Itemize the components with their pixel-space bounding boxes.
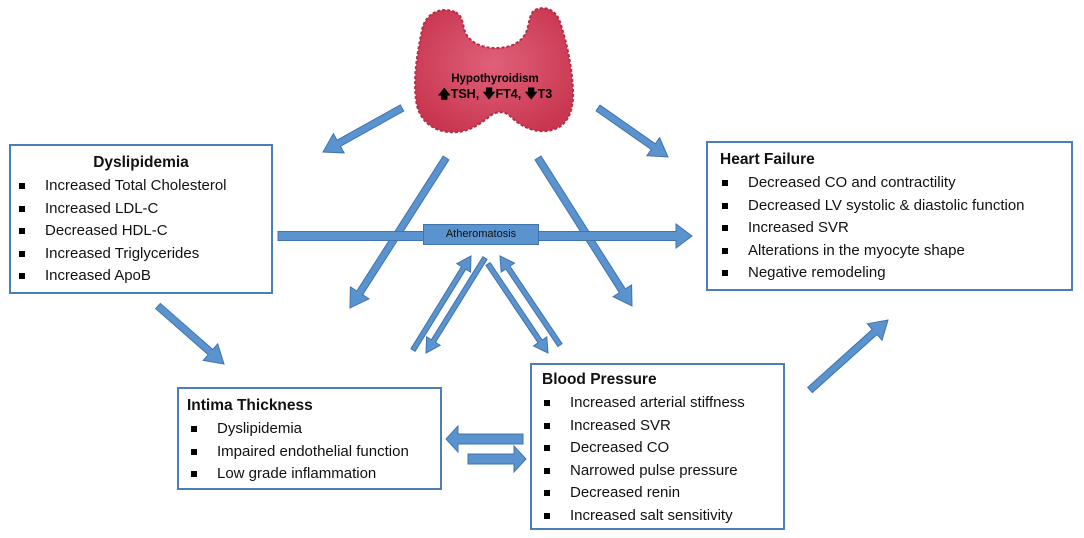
t3-label: T3 bbox=[537, 87, 553, 101]
list-item: Low grade inflammation bbox=[183, 463, 440, 486]
down-arrow-icon: 🡇 bbox=[524, 87, 538, 101]
dyslipidemia-box: Dyslipidemia Increased Total Cholesterol… bbox=[9, 144, 273, 294]
list-item: Increased SVR bbox=[536, 415, 783, 438]
arrow-thyroid-to-heart-failure bbox=[595, 104, 669, 158]
list-item: Alterations in the myocyte shape bbox=[714, 240, 1071, 263]
tsh-label: TSH, bbox=[450, 87, 480, 101]
intima-thickness-box: Intima Thickness Dyslipidemia Impaired e… bbox=[177, 387, 442, 490]
list-item: Narrowed pulse pressure bbox=[536, 460, 783, 483]
list-item: Increased LDL-C bbox=[11, 198, 271, 221]
arrow-thyroid-to-dyslipidemia bbox=[322, 104, 405, 154]
arrow-bp-to-heart-failure bbox=[806, 319, 889, 394]
arrow-dyslipidemia-to-intima bbox=[154, 302, 225, 365]
dyslipidemia-title: Dyslipidemia bbox=[93, 154, 189, 171]
blood-pressure-list: Increased arterial stiffness Increased S… bbox=[536, 392, 783, 527]
list-item: Decreased CO bbox=[536, 437, 783, 460]
ft4-label: FT4, bbox=[495, 87, 522, 101]
arrow-bp-to-atheromatosis bbox=[499, 255, 563, 348]
list-item: Increased Triglycerides bbox=[11, 243, 271, 266]
blood-pressure-box: Blood Pressure Increased arterial stiffn… bbox=[530, 363, 785, 530]
heart-failure-list: Decreased CO and contractility Decreased… bbox=[714, 172, 1071, 285]
list-item: Decreased LV systolic & diastolic functi… bbox=[714, 195, 1071, 218]
intima-thickness-list: Dyslipidemia Impaired endothelial functi… bbox=[183, 418, 440, 486]
list-item: Impaired endothelial function bbox=[183, 441, 440, 464]
dyslipidemia-list: Increased Total Cholesterol Increased LD… bbox=[11, 175, 271, 288]
heart-failure-box: Heart Failure Decreased CO and contracti… bbox=[706, 141, 1073, 291]
list-item: Increased salt sensitivity bbox=[536, 505, 783, 528]
heart-failure-title: Heart Failure bbox=[720, 151, 815, 168]
arrow-atheromatosis-to-intima bbox=[425, 256, 488, 354]
thyroid-gland bbox=[414, 7, 575, 134]
arrow-atheromatosis-to-bp bbox=[485, 261, 549, 354]
atheromatosis-node: Atheromatosis bbox=[423, 224, 539, 245]
list-item: Dyslipidemia bbox=[183, 418, 440, 441]
list-item: Increased arterial stiffness bbox=[536, 392, 783, 415]
list-item: Increased ApoB bbox=[11, 265, 271, 288]
down-arrow-icon: 🡇 bbox=[482, 87, 496, 101]
up-arrow-icon: 🡅 bbox=[437, 87, 451, 101]
list-item: Decreased renin bbox=[536, 482, 783, 505]
arrow-bp-to-intima bbox=[445, 424, 524, 454]
list-item: Increased Total Cholesterol bbox=[11, 175, 271, 198]
arrow-intima-to-bp bbox=[467, 444, 527, 474]
list-item: Decreased CO and contractility bbox=[714, 172, 1071, 195]
list-item: Negative remodeling bbox=[714, 262, 1071, 285]
hypothyroidism-title: Hypothyroidism bbox=[451, 73, 539, 85]
hormone-levels: 🡅TSH, 🡇FT4, 🡇T3 bbox=[420, 87, 570, 102]
arrow-intima-to-atheromatosis bbox=[410, 255, 472, 352]
blood-pressure-title: Blood Pressure bbox=[542, 371, 657, 388]
list-item: Decreased HDL-C bbox=[11, 220, 271, 243]
hypothyroidism-label: Hypothyroidism 🡅TSH, 🡇FT4, 🡇T3 bbox=[420, 72, 570, 102]
intima-thickness-title: Intima Thickness bbox=[187, 397, 313, 414]
list-item: Increased SVR bbox=[714, 217, 1071, 240]
